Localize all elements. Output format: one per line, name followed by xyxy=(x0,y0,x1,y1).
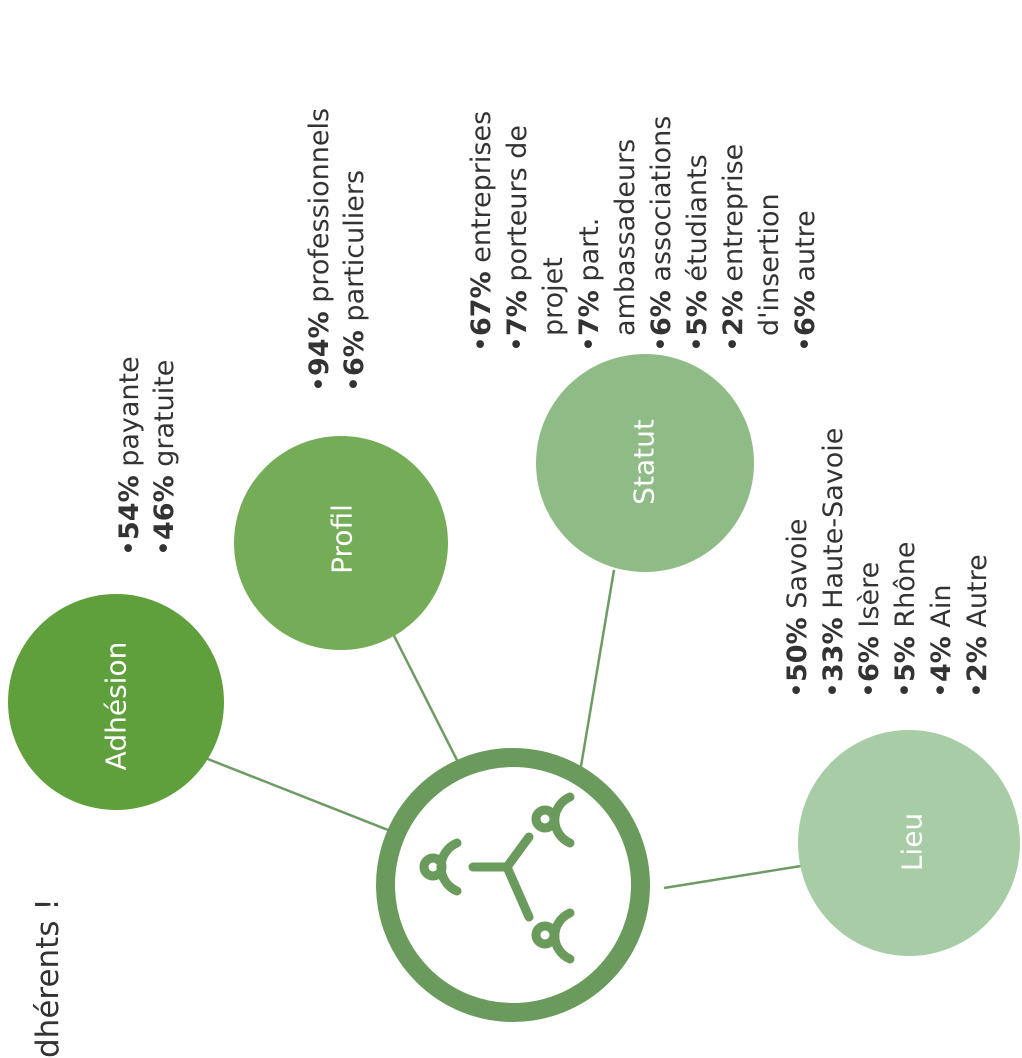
link-adhesion xyxy=(189,750,389,832)
statut-item-label: autre xyxy=(790,210,821,291)
bullet-dot: • xyxy=(790,336,821,352)
hub-circle xyxy=(376,748,650,1022)
statut-item-percent: 6% xyxy=(646,290,677,336)
statut-item: •6% associations xyxy=(644,111,680,352)
statut-item: •67% entreprises xyxy=(464,111,500,352)
bullet-dot: • xyxy=(574,336,605,352)
bullet-dot: • xyxy=(646,336,677,352)
bullet-dot: • xyxy=(149,540,180,556)
bullet-dot: • xyxy=(818,682,849,698)
statut-item: •7% part. xyxy=(572,111,608,352)
bullet-dot: • xyxy=(466,336,497,352)
statut-item-label: étudiants xyxy=(682,154,713,291)
node-statut-label: Statut xyxy=(627,419,661,505)
lieu-item-percent: 4% xyxy=(926,636,957,682)
profil-item: •6% particuliers xyxy=(337,108,372,392)
link-lieu xyxy=(663,860,827,890)
lieu-item-label: Isère xyxy=(854,561,885,637)
link-statut xyxy=(574,569,616,797)
statut-item-label: part. xyxy=(574,217,605,291)
node-adhesion: Adhésion xyxy=(8,594,224,810)
lieu-item-percent: 50% xyxy=(782,617,813,682)
statut-item-label: entreprises xyxy=(466,110,497,272)
statut-item-continuation: d'insertion xyxy=(752,111,788,352)
lieu-item-label: Savoie xyxy=(782,518,813,618)
headline-text: dhérents ! xyxy=(30,898,66,1058)
lieu-item-label: Rhône xyxy=(890,541,921,637)
statut-item-percent: 7% xyxy=(502,290,533,336)
lieu-item: •4% Ain xyxy=(924,428,960,698)
lieu-item-label: Ain xyxy=(926,584,957,637)
statut-item-label: entreprise xyxy=(718,143,749,291)
bullet-dot: • xyxy=(926,682,957,698)
statut-item-continuation: ambassadeurs xyxy=(608,111,644,352)
adhesion-item-label: gratuite xyxy=(149,359,180,476)
node-adhesion-label: Adhésion xyxy=(99,641,133,771)
lieu-item: •33% Haute-Savoie xyxy=(816,428,852,698)
statut-item: •7% porteurs de xyxy=(500,111,536,352)
profil-item-percent: 6% xyxy=(339,330,370,376)
statut-item-percent: 67% xyxy=(466,271,497,336)
adhesion-item-percent: 46% xyxy=(149,475,180,540)
node-lieu-label: Lieu xyxy=(895,812,929,872)
statut-item-label-cont: ambassadeurs xyxy=(610,138,641,336)
node-lieu: Lieu xyxy=(798,730,1020,956)
profil-item: •94% professionnels xyxy=(302,108,337,392)
bullet-dot: • xyxy=(682,336,713,352)
node-profil-label: Profil xyxy=(325,504,359,574)
statut-item-label: porteurs de xyxy=(502,125,533,291)
bullet-dot: • xyxy=(782,682,813,698)
lieu-item-label: Autre xyxy=(962,554,993,637)
lieu-item-percent: 33% xyxy=(818,617,849,682)
profil-breakdown: •94% professionnels•6% particuliers xyxy=(302,108,372,392)
statut-item-continuation: projet xyxy=(536,111,572,352)
profil-item-label: particuliers xyxy=(339,169,370,331)
adhesion-item-percent: 54% xyxy=(114,475,145,540)
bullet-dot: • xyxy=(854,682,885,698)
statut-item-label: associations xyxy=(646,115,677,291)
statut-item: •5% étudiants xyxy=(680,111,716,352)
statut-item-percent: 6% xyxy=(790,290,821,336)
lieu-item-label: Haute-Savoie xyxy=(818,427,849,618)
bullet-dot: • xyxy=(502,336,533,352)
lieu-item: •6% Isère xyxy=(852,428,888,698)
statut-item: •2% entreprise xyxy=(716,111,752,352)
adhesion-breakdown: •54% payante•46% gratuite xyxy=(112,356,182,556)
lieu-item: •2% Autre xyxy=(960,428,996,698)
link-profil xyxy=(380,611,464,771)
lieu-item-percent: 6% xyxy=(854,636,885,682)
node-statut: Statut xyxy=(536,354,754,572)
adhesion-item: •46% gratuite xyxy=(147,356,182,556)
node-profil: Profil xyxy=(234,436,448,650)
people-network-icon xyxy=(419,792,575,964)
statut-item-percent: 2% xyxy=(718,290,749,336)
lieu-breakdown: •50% Savoie•33% Haute-Savoie•6% Isère•5%… xyxy=(780,428,996,698)
lieu-item-percent: 5% xyxy=(890,636,921,682)
statut-item-label-cont: projet xyxy=(538,257,569,336)
bullet-dot: • xyxy=(962,682,993,698)
bullet-dot: • xyxy=(890,682,921,698)
bullet-dot: • xyxy=(718,336,749,352)
adhesion-item: •54% payante xyxy=(112,356,147,556)
profil-item-percent: 94% xyxy=(304,311,335,376)
statut-item-label-cont: d'insertion xyxy=(754,193,785,336)
profil-item-label: professionnels xyxy=(304,107,335,312)
bullet-dot: • xyxy=(339,376,370,392)
bullet-dot: • xyxy=(114,540,145,556)
bullet-dot: • xyxy=(304,376,335,392)
lieu-item: •50% Savoie xyxy=(780,428,816,698)
adhesion-item-label: payante xyxy=(114,356,145,476)
lieu-item: •5% Rhône xyxy=(888,428,924,698)
statut-item-percent: 7% xyxy=(574,290,605,336)
lieu-item-percent: 2% xyxy=(962,636,993,682)
statut-item: •6% autre xyxy=(788,111,824,352)
statut-item-percent: 5% xyxy=(682,290,713,336)
